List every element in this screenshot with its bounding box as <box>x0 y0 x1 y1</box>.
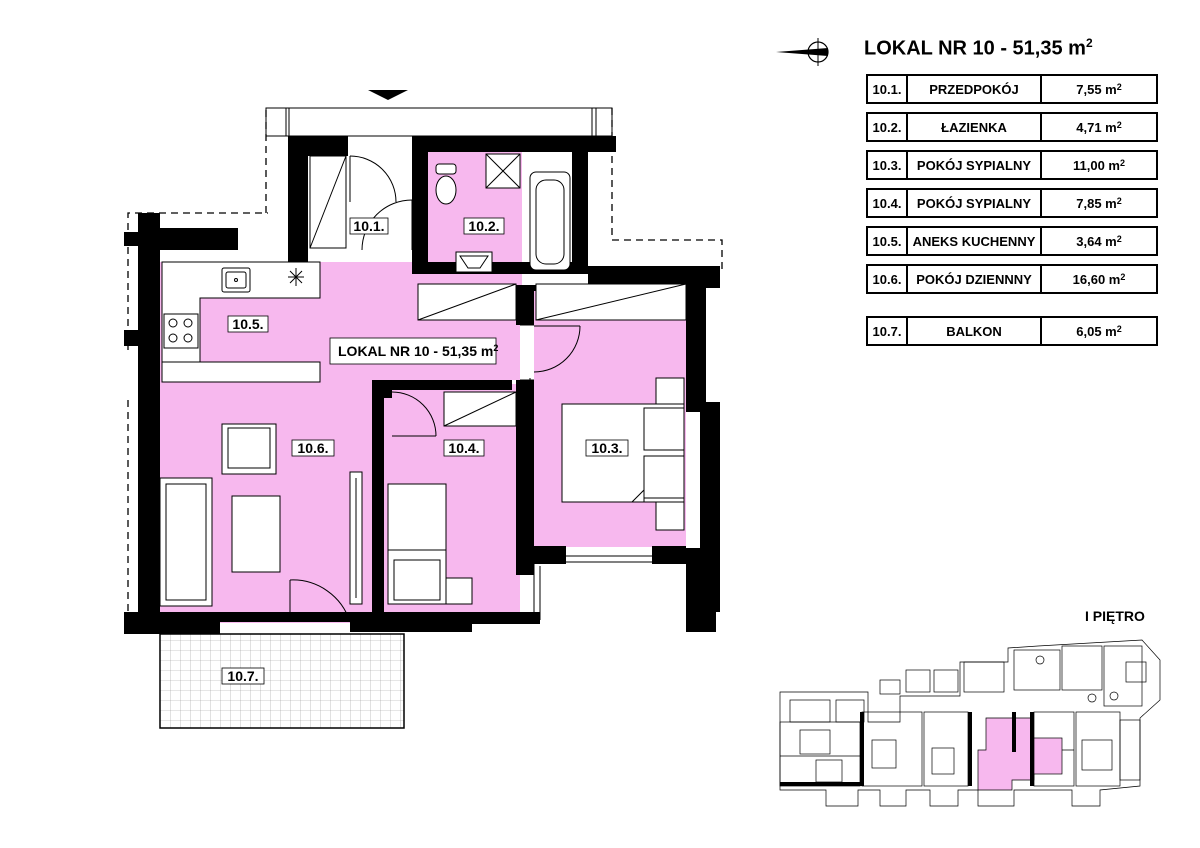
room-label-10-5: 10.5. <box>232 316 263 332</box>
kitchen-counter <box>161 261 321 383</box>
room-number: 10.1. <box>866 74 908 104</box>
coffee-table <box>231 495 281 573</box>
balcony <box>159 633 405 729</box>
bed-small <box>387 483 473 605</box>
washbasin-icon <box>455 251 493 273</box>
room-label-10-2: 10.2. <box>468 218 499 234</box>
room-number: 10.2. <box>866 112 908 142</box>
wardrobes <box>309 155 687 427</box>
sink-icon <box>221 267 251 293</box>
room-name: ANEKS KUCHENNY <box>906 226 1042 256</box>
armchair <box>221 423 277 475</box>
top-terrace <box>265 107 613 137</box>
room-number: 10.3. <box>866 150 908 180</box>
room-number: 10.4. <box>866 188 908 218</box>
doors <box>289 155 581 623</box>
room-name: PRZEDPOKÓJ <box>906 74 1042 104</box>
ventilation-icon <box>485 153 521 189</box>
room-number: 10.7. <box>866 316 908 346</box>
unit-title: LOKAL NR 10 - 51,35 m2 <box>864 36 1093 60</box>
key-plan-walls <box>780 712 1034 786</box>
room-label-10-1: 10.1. <box>353 218 384 234</box>
floor-label: I PIĘTRO <box>1085 608 1145 624</box>
entrance-arrow-icon <box>368 90 408 100</box>
svg-text:LOKAL NR 10 - 51,35 m2: LOKAL NR 10 - 51,35 m2 <box>338 343 498 359</box>
compass-arrow-icon <box>776 38 829 66</box>
interior-lines <box>472 324 652 621</box>
room-name: POKÓJ SYPIALNY <box>906 188 1042 218</box>
toilet-icon <box>435 163 457 205</box>
fridge-snowflake-icon <box>288 268 304 286</box>
plan-unit-label: LOKAL NR 10 - 51,35 m2 <box>329 337 498 365</box>
room-label-10-4: 10.4. <box>448 440 479 456</box>
tall-cabinet <box>349 471 363 605</box>
room-label-10-3: 10.3. <box>591 440 622 456</box>
room-labels: 10.1. 10.2. 10.3. 10.4. 10.5. 10.6. 10.7… <box>221 217 629 685</box>
bathtub-icon <box>529 171 571 271</box>
room-name: ŁAZIENKA <box>906 112 1042 142</box>
room-label-10-7: 10.7. <box>227 668 258 684</box>
room-name: POKÓJ DZIENNNY <box>906 264 1042 294</box>
room-name: POKÓJ SYPIALNY <box>906 150 1042 180</box>
room-name: BALKON <box>906 316 1042 346</box>
room-label-10-6: 10.6. <box>297 440 328 456</box>
room-number: 10.6. <box>866 264 908 294</box>
sofa <box>159 477 213 607</box>
key-plan-highlight <box>977 717 1063 791</box>
cooktop-icon <box>163 313 199 349</box>
room-number: 10.5. <box>866 226 908 256</box>
